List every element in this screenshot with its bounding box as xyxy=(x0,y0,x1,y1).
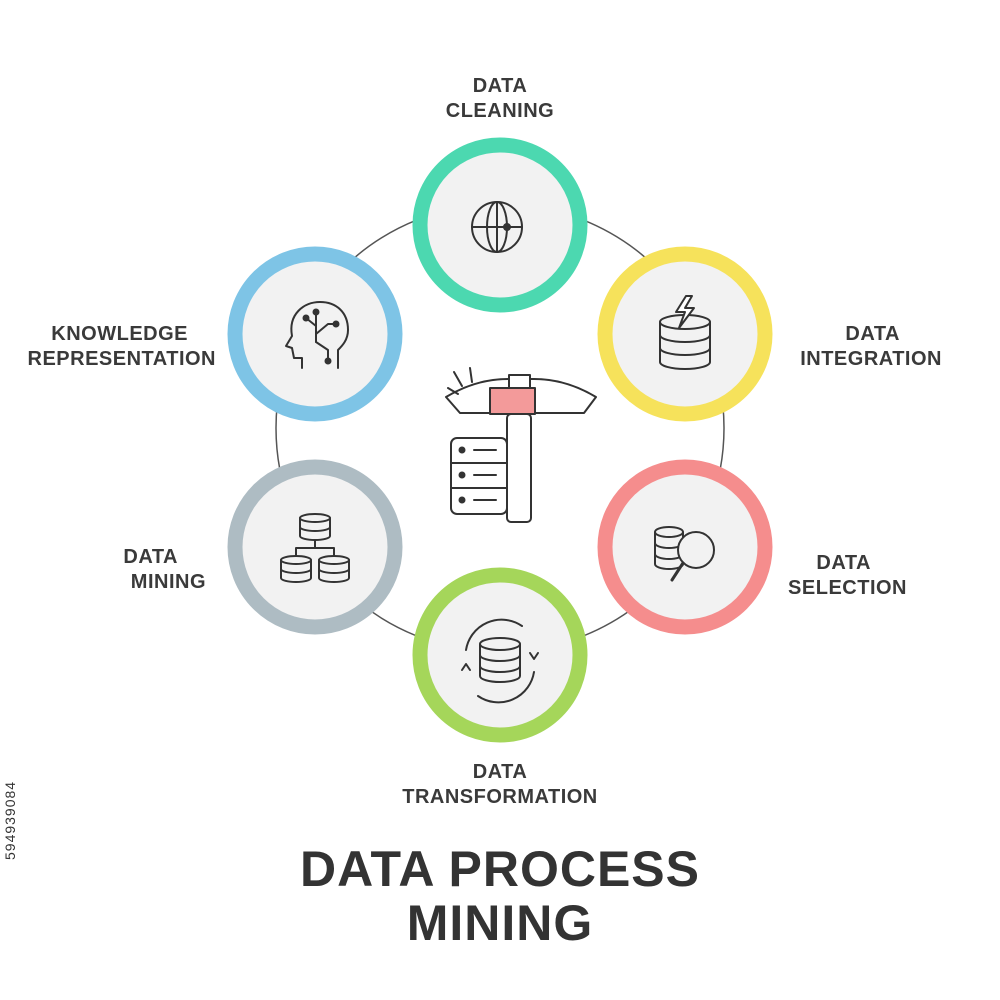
database-lightning-icon xyxy=(659,295,711,370)
node-data-mining xyxy=(227,459,403,635)
node-data-selection xyxy=(597,459,773,635)
label-line1: DATA xyxy=(472,75,528,97)
database-cycle-icon xyxy=(461,618,539,704)
node-data-integration xyxy=(597,246,773,422)
label-data-mining: DATA MINING xyxy=(0,545,206,595)
label-line1: KNOWLEDGE xyxy=(51,323,188,345)
database-search-icon xyxy=(654,526,715,582)
pickaxe-server-icon xyxy=(445,367,597,523)
title-line2: MINING xyxy=(406,895,594,951)
label-line2: SELECTION xyxy=(788,577,907,599)
server-stack-icon xyxy=(450,437,508,515)
label-data-transformation: DATA TRANSFORMATION xyxy=(370,760,630,810)
label-line2: TRANSFORMATION xyxy=(402,786,598,808)
label-line2: CLEANING xyxy=(445,100,555,122)
node-data-transformation xyxy=(412,567,588,743)
label-line1: DATA xyxy=(845,323,900,345)
label-line2: INTEGRATION xyxy=(800,348,942,370)
label-line2: REPRESENTATION xyxy=(27,348,216,370)
node-data-cleaning xyxy=(412,137,588,313)
label-data-selection: DATA SELECTION xyxy=(647,551,907,601)
label-line1: DATA xyxy=(816,552,871,574)
globe-icon xyxy=(471,201,523,253)
stock-id: 594939084 xyxy=(2,780,18,860)
label-line2: MINING xyxy=(130,571,206,593)
label-data-cleaning: DATA CLEANING xyxy=(370,74,630,124)
label-data-integration: DATA INTEGRATION xyxy=(682,322,942,372)
ai-head-icon xyxy=(285,301,349,369)
label-line1: DATA xyxy=(123,546,178,568)
page-title: DATA PROCESS MINING xyxy=(200,842,800,950)
label-line1: DATA xyxy=(472,761,528,783)
node-knowledge-representation xyxy=(227,246,403,422)
label-knowledge-representation: KNOWLEDGE REPRESENTATION xyxy=(0,322,216,372)
title-line1: DATA PROCESS xyxy=(300,841,700,897)
database-network-icon xyxy=(280,513,350,583)
